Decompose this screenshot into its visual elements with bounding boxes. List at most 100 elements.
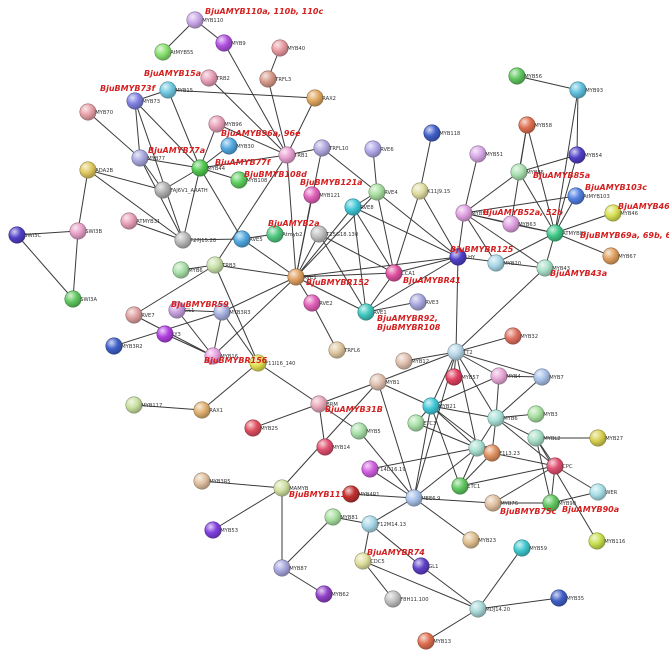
node-myb3r5[interactable]: MYB3R5 [193, 472, 231, 490]
node-myb15[interactable]: MYB15 [159, 81, 193, 99]
node-circle[interactable] [368, 183, 386, 201]
node-cca1[interactable]: CCA1 [385, 264, 415, 282]
node-circle[interactable] [364, 140, 382, 158]
node-circle[interactable] [527, 405, 545, 423]
node-wer[interactable]: WER [589, 483, 618, 501]
node-myb9[interactable]: MYB9 [215, 34, 246, 52]
node-circle[interactable] [125, 306, 143, 324]
node-myb4r1[interactable]: MYB4R1 [342, 485, 380, 503]
node-t15g18[interactable]: T15G18.130 [310, 225, 358, 243]
node-circle[interactable] [385, 264, 403, 282]
node-myb58[interactable]: MYB58 [518, 116, 552, 134]
node-trb2[interactable]: TRB2 [200, 69, 230, 87]
node-atmyb83[interactable]: ATMYB83 [546, 224, 587, 242]
node-myb57[interactable]: MYB57 [445, 368, 479, 386]
node-circle[interactable] [154, 43, 172, 61]
node-circle[interactable] [369, 373, 387, 391]
node-myb70[interactable]: MYB70 [79, 103, 113, 121]
node-trb3[interactable]: TRB3 [206, 256, 236, 274]
node-circle[interactable] [462, 531, 480, 549]
node-circle[interactable] [407, 414, 425, 432]
node-circle[interactable] [412, 557, 430, 575]
node-f27j15[interactable]: F27J15.28 [174, 231, 216, 249]
node-myb87[interactable]: MYB87 [273, 559, 307, 577]
node-atmyb2[interactable]: Atmyb2 [266, 225, 303, 243]
node-myb43[interactable]: MYB43 [536, 259, 570, 277]
node-mamyb[interactable]: MAMYB [273, 479, 309, 497]
node-circle[interactable] [405, 489, 423, 507]
node-circle[interactable] [213, 303, 231, 321]
node-cdc5[interactable]: CDC5 [354, 552, 385, 570]
node-circle[interactable] [588, 532, 606, 550]
node-circle[interactable] [487, 254, 505, 272]
node-circle[interactable] [484, 494, 502, 512]
node-circle[interactable] [483, 444, 501, 462]
node-rve2[interactable]: RVE2 [303, 294, 333, 312]
node-circle[interactable] [271, 39, 289, 57]
node-circle[interactable] [168, 301, 186, 319]
node-circle[interactable] [193, 472, 211, 490]
node-circle[interactable] [204, 521, 222, 539]
node-circle[interactable] [447, 343, 465, 361]
node-rve8[interactable]: RVE8 [344, 198, 374, 216]
node-rve3[interactable]: RVE3 [409, 293, 439, 311]
node-ly3[interactable]: LY3 [156, 325, 181, 343]
node-myb12[interactable]: MYB12 [395, 352, 429, 370]
node-circle[interactable] [266, 225, 284, 243]
node-circle[interactable] [191, 159, 209, 177]
node-myb73[interactable]: MYB73 [126, 92, 160, 110]
node-circle[interactable] [546, 457, 564, 475]
node-circle[interactable] [395, 352, 413, 370]
node-circle[interactable] [445, 368, 463, 386]
node-f14d16[interactable]: F14D16.19 [361, 460, 406, 478]
node-mee69[interactable]: MEE6.9 [405, 489, 441, 507]
node-circle[interactable] [316, 438, 334, 456]
node-circle[interactable] [69, 222, 87, 240]
node-circle[interactable] [546, 224, 564, 242]
node-atmyb103[interactable]: AtMYB103 [567, 187, 610, 205]
node-circle[interactable] [344, 198, 362, 216]
node-circle[interactable] [487, 409, 505, 427]
node-circle[interactable] [589, 483, 607, 501]
node-gl1[interactable]: GL1 [168, 301, 195, 319]
node-myb63[interactable]: MYB63 [502, 215, 536, 233]
node-circle[interactable] [542, 494, 560, 512]
node-myb67[interactable]: MYB67 [602, 247, 636, 265]
node-mdj1420[interactable]: MDJ14.20 [469, 600, 510, 618]
node-circle[interactable] [154, 181, 172, 199]
node-circle[interactable] [313, 139, 331, 157]
node-circle[interactable] [513, 539, 531, 557]
node-circle[interactable] [451, 477, 469, 495]
node-circle[interactable] [384, 590, 402, 608]
node-myb40[interactable]: MYB40 [271, 39, 305, 57]
node-circle[interactable] [200, 69, 218, 87]
node-circle[interactable] [449, 248, 467, 266]
node-myb116[interactable]: MYB116 [588, 532, 626, 550]
node-trb1[interactable]: TRB1 [278, 146, 308, 164]
node-f1l323[interactable]: F1L3.23 [483, 444, 520, 462]
node-myb118[interactable]: MYB118 [423, 124, 461, 142]
node-circle[interactable] [508, 67, 526, 85]
node-atmyb55[interactable]: AtMYB55 [154, 43, 194, 61]
node-circle[interactable] [567, 187, 585, 205]
node-circle[interactable] [159, 81, 177, 99]
node-circle[interactable] [490, 367, 508, 385]
node-circle[interactable] [287, 268, 305, 286]
node-circle[interactable] [273, 479, 291, 497]
node-k11j9[interactable]: K11J9.15 [411, 182, 450, 200]
node-rve4[interactable]: RVE4 [368, 183, 399, 201]
node-lhy[interactable]: LHY [449, 248, 476, 266]
node-circle[interactable] [120, 212, 138, 230]
node-myb3r3[interactable]: MYB3R3 [213, 303, 251, 321]
node-myb5[interactable]: MYB5 [350, 422, 381, 440]
node-circle[interactable] [536, 259, 554, 277]
node-myb52[interactable]: MYB52 [455, 204, 489, 222]
node-circle[interactable] [306, 89, 324, 107]
node-rve1b[interactable]: RVE1 [357, 303, 387, 321]
node-circle[interactable] [602, 247, 620, 265]
node-circle[interactable] [79, 103, 97, 121]
node-circle[interactable] [315, 585, 333, 603]
node-myb3r2[interactable]: MYB3R2 [105, 337, 143, 355]
node-rve6[interactable]: RVE6 [364, 140, 394, 158]
node-myb117[interactable]: MYB117 [125, 396, 163, 414]
